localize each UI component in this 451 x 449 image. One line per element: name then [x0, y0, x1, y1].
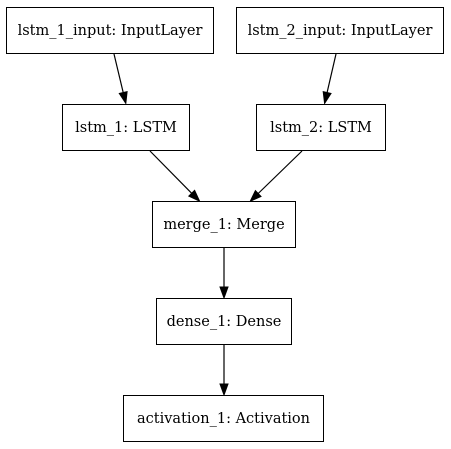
node-label: merge_1: Merge	[163, 217, 285, 234]
node-lstm2-input: lstm_2_input: InputLayer	[236, 7, 444, 54]
node-label: lstm_2_input: InputLayer	[247, 23, 433, 40]
node-label: dense_1: Dense	[166, 314, 282, 331]
node-dense1: dense_1: Dense	[156, 298, 292, 345]
node-activation1: activation_1: Activation	[123, 395, 324, 442]
node-label: activation_1: Activation	[137, 411, 310, 428]
edge-lstm2-to-merge1	[249, 150, 303, 203]
node-label: lstm_2: LSTM	[270, 120, 372, 137]
node-lstm1-input: lstm_1_input: InputLayer	[6, 7, 214, 54]
edge-lstm1-to-merge1	[149, 150, 201, 203]
node-lstm2: lstm_2: LSTM	[256, 104, 386, 151]
node-merge1: merge_1: Merge	[152, 201, 296, 248]
edge-dense1-to-activation1	[219, 345, 229, 397]
node-lstm1: lstm_1: LSTM	[62, 104, 190, 151]
edge-lstm2-input-to-lstm2	[322, 53, 337, 105]
node-label: lstm_1_input: InputLayer	[17, 23, 203, 40]
edge-merge1-to-dense1	[219, 248, 229, 300]
node-label: lstm_1: LSTM	[75, 120, 177, 137]
edge-lstm1-input-to-lstm1	[113, 53, 128, 105]
